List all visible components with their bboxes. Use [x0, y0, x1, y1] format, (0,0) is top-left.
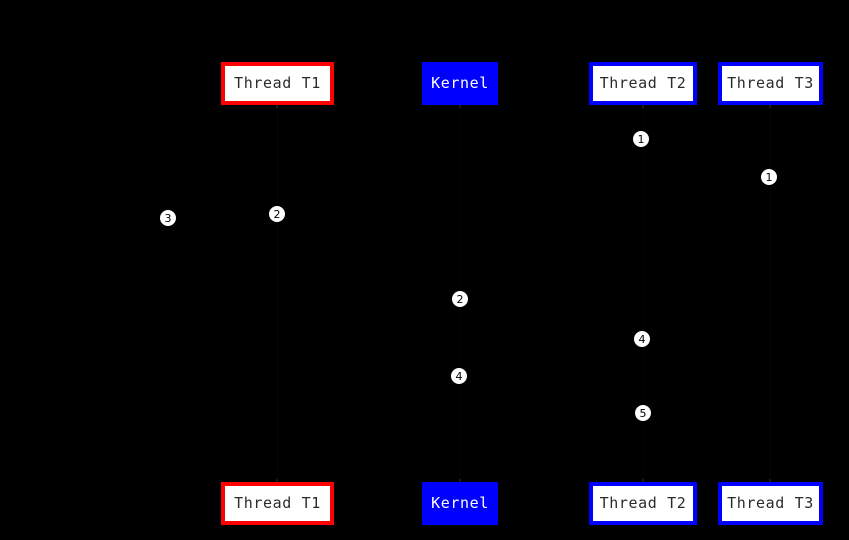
- step-marker-number: 2: [273, 207, 281, 221]
- step-marker-m3[interactable]: 2: [268, 205, 286, 223]
- lifeline-stub-kernel: [459, 102, 461, 108]
- lifeline-stub-t1: [276, 102, 278, 108]
- participant-box-thread-t1-top[interactable]: Thread T1: [221, 62, 334, 105]
- step-marker-m4[interactable]: 3: [159, 209, 177, 227]
- participant-label: Thread T3: [727, 74, 814, 92]
- lifeline-t3: [770, 105, 771, 482]
- lifeline-t1: [277, 105, 278, 482]
- participant-box-thread-t3-top[interactable]: Thread T3: [718, 62, 823, 105]
- participant-box-thread-t1-bottom[interactable]: Thread T1: [221, 482, 334, 525]
- participant-label: Kernel: [431, 74, 489, 92]
- step-marker-m7[interactable]: 4: [450, 367, 468, 385]
- participant-label: Kernel: [431, 494, 489, 512]
- participant-box-kernel-bottom[interactable]: Kernel: [422, 482, 498, 525]
- step-marker-m5[interactable]: 2: [451, 290, 469, 308]
- lifeline-stub-t3: [769, 102, 771, 108]
- step-marker-number: 4: [455, 369, 463, 383]
- participant-box-thread-t2-top[interactable]: Thread T2: [589, 62, 697, 105]
- participant-box-thread-t2-bottom[interactable]: Thread T2: [589, 482, 697, 525]
- step-marker-number: 3: [164, 211, 172, 225]
- lifeline-stub-t2: [642, 102, 644, 108]
- step-marker-m6[interactable]: 4: [633, 330, 651, 348]
- participant-label: Thread T1: [234, 74, 321, 92]
- participant-label: Thread T2: [599, 74, 687, 92]
- participant-label: Thread T1: [234, 494, 321, 512]
- participant-label: Thread T2: [599, 494, 687, 512]
- step-marker-number: 1: [765, 170, 773, 184]
- step-marker-m1[interactable]: 1: [632, 130, 650, 148]
- step-marker-number: 4: [638, 332, 646, 346]
- step-marker-number: 2: [456, 292, 464, 306]
- step-marker-m8[interactable]: 5: [634, 404, 652, 422]
- participant-box-thread-t3-bottom[interactable]: Thread T3: [718, 482, 823, 525]
- step-marker-number: 1: [637, 132, 645, 146]
- step-marker-m2[interactable]: 1: [760, 168, 778, 186]
- participant-box-kernel-top[interactable]: Kernel: [422, 62, 498, 105]
- lifeline-t2: [643, 105, 644, 482]
- participant-label: Thread T3: [727, 494, 814, 512]
- step-marker-number: 5: [639, 406, 647, 420]
